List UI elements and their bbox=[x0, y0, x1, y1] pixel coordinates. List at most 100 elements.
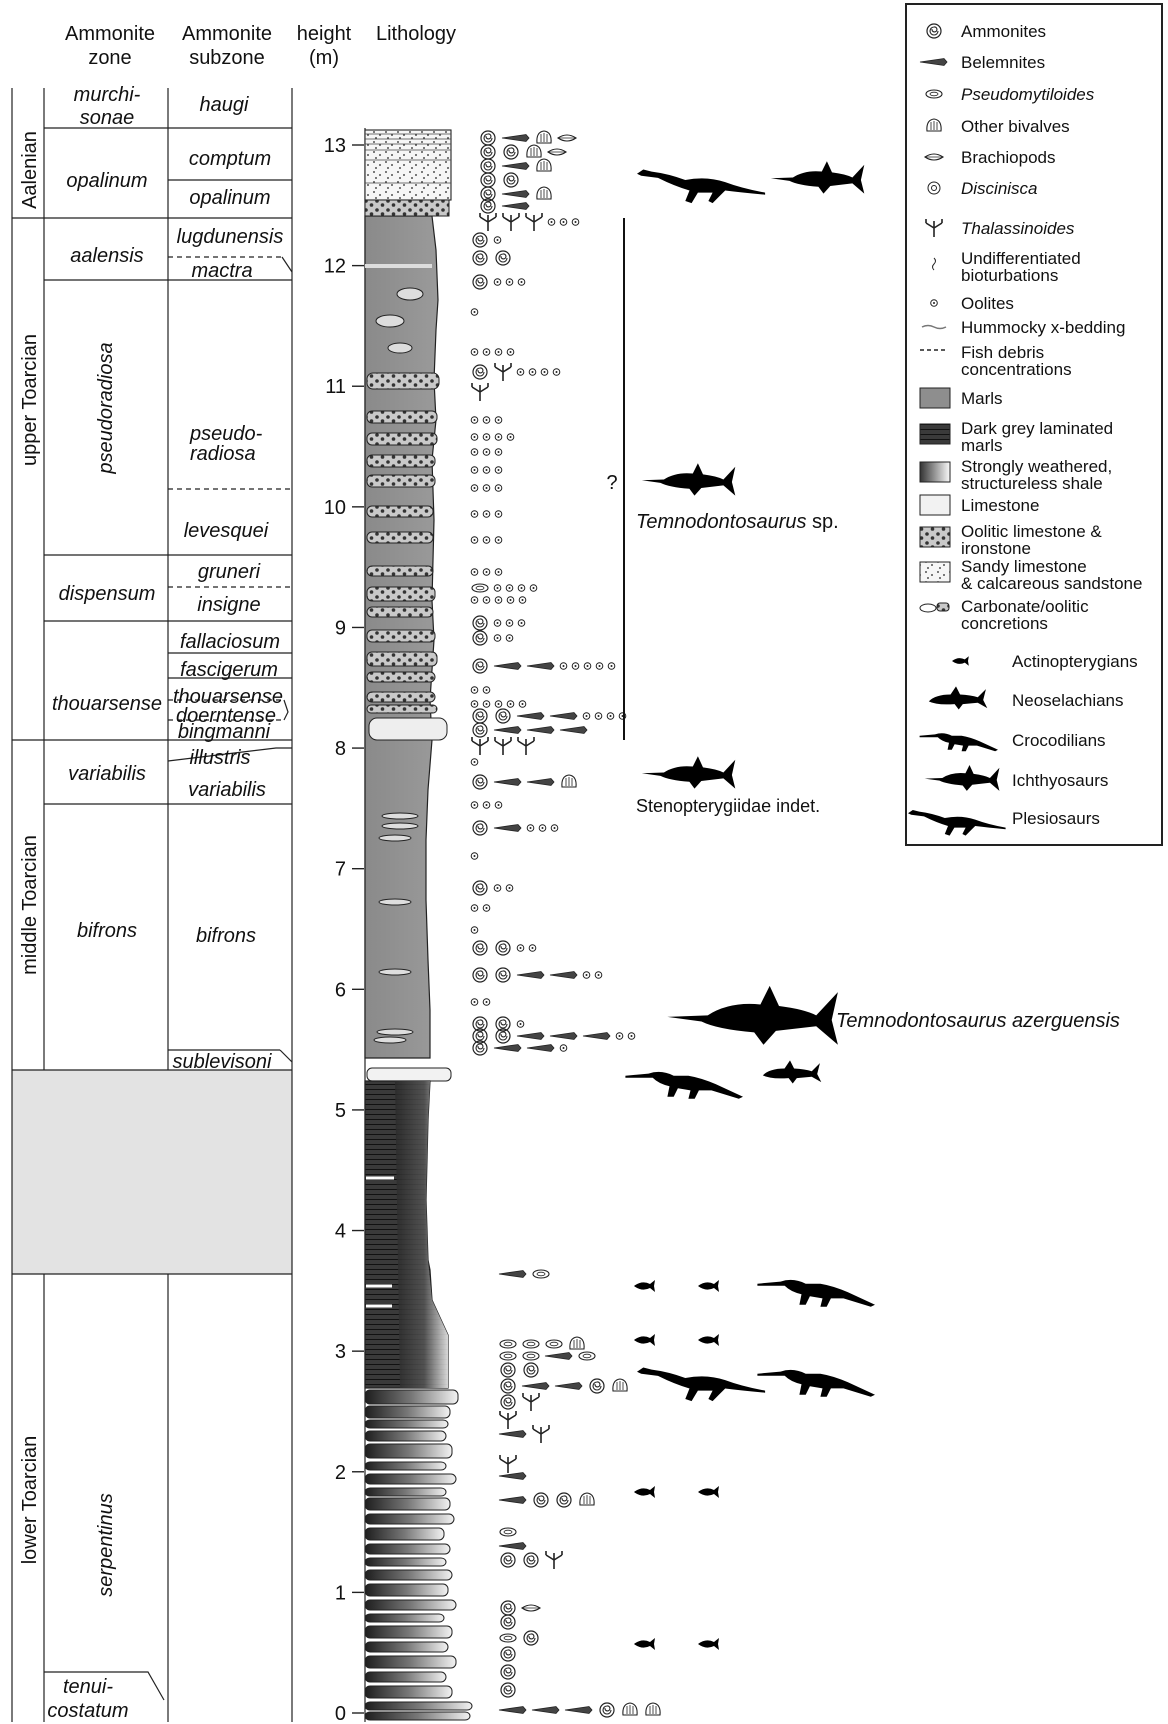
actinopterygian-silhouette bbox=[634, 1638, 655, 1650]
fossil-icon bbox=[502, 191, 529, 198]
fossil-icon bbox=[471, 537, 478, 544]
fossil-icon bbox=[518, 620, 525, 627]
question-mark: ? bbox=[606, 472, 617, 494]
fossil-icon bbox=[500, 1528, 516, 1536]
fossil-icon bbox=[507, 701, 514, 708]
fossil-icon bbox=[524, 1553, 538, 1567]
legend-label: Crocodilians bbox=[1012, 731, 1106, 750]
height-tick-label: 1 bbox=[335, 1582, 346, 1604]
limestone-shale-bed bbox=[365, 1406, 450, 1418]
fossil-icon bbox=[471, 417, 478, 424]
fossil-icon bbox=[557, 1493, 571, 1507]
limestone-shale-bed bbox=[365, 1390, 458, 1404]
fossil-icon bbox=[499, 1497, 526, 1504]
fossil-icon bbox=[517, 1033, 544, 1040]
height-tick-label: 2 bbox=[335, 1462, 346, 1484]
zone-thouarsense: thouarsense bbox=[52, 693, 162, 715]
fossil-icon bbox=[518, 279, 525, 286]
fossil-icon bbox=[495, 737, 511, 755]
fossil-icon bbox=[473, 631, 487, 645]
height-tick-label: 12 bbox=[324, 256, 346, 278]
fossil-icon bbox=[519, 701, 526, 708]
fossil-icon bbox=[523, 1352, 539, 1360]
fossil-icon bbox=[496, 251, 510, 265]
fossil-icon bbox=[473, 723, 487, 737]
fossil-icon bbox=[532, 1707, 559, 1714]
fossil-icon bbox=[565, 1707, 592, 1714]
fossil-icon bbox=[527, 1045, 554, 1052]
fossil-icon bbox=[481, 159, 495, 173]
fossil-icon bbox=[537, 131, 551, 143]
subzone-levesquei: levesquei bbox=[184, 520, 269, 542]
fossil-icon bbox=[500, 1352, 516, 1360]
fossil-icon bbox=[517, 945, 524, 952]
fossil-icon bbox=[495, 349, 502, 356]
brachiopod-icon bbox=[925, 154, 943, 160]
fossil-icon bbox=[495, 511, 502, 518]
biostratigraphy-table bbox=[12, 88, 292, 1722]
limestone-shale-bed bbox=[365, 1672, 446, 1682]
subzone-haugi: haugi bbox=[200, 94, 249, 116]
fossil-icon bbox=[517, 972, 544, 979]
zone-bifrons: bifrons bbox=[77, 920, 137, 942]
fossil-icon bbox=[494, 237, 501, 244]
subzone-illustris: illustris bbox=[189, 747, 250, 769]
subzone-comptum: comptum bbox=[189, 148, 271, 170]
fossil-icon bbox=[471, 759, 478, 766]
fossil-icon bbox=[517, 369, 524, 376]
legend-label: marls bbox=[961, 436, 1003, 455]
fossil-icon bbox=[494, 279, 501, 286]
subzone-pseudoradiosa-1: pseudo- bbox=[189, 423, 263, 445]
zone-tenuicostatum-1: tenui- bbox=[63, 1676, 113, 1698]
fossil-icon bbox=[548, 149, 566, 155]
stenopterygiidae-label: Stenopterygiidae indet. bbox=[636, 796, 820, 816]
fossil-icon bbox=[623, 1703, 637, 1715]
actinopterygian-silhouette bbox=[634, 1334, 655, 1346]
fossil-icon bbox=[499, 1543, 526, 1550]
header-ammonite-zone-1: Ammonite bbox=[65, 23, 155, 45]
oolitic-limestone-swatch-icon bbox=[920, 527, 950, 547]
fossil-icon bbox=[539, 825, 546, 832]
legend-label: bioturbations bbox=[961, 266, 1058, 285]
header-lithology: Lithology bbox=[376, 23, 456, 45]
fossil-icon bbox=[473, 233, 487, 247]
fossil-icon bbox=[483, 597, 490, 604]
fossil-icon bbox=[495, 434, 502, 441]
fossil-icon bbox=[504, 145, 518, 159]
fossil-icon bbox=[494, 620, 501, 627]
weathered-shale-swatch-icon bbox=[920, 462, 950, 482]
fossil-icon bbox=[506, 585, 513, 592]
column-headers: Ammonite zone Ammonite subzone height (m… bbox=[65, 23, 456, 69]
fossil-icon bbox=[579, 1352, 595, 1360]
subzone-gruneri: gruneri bbox=[198, 561, 261, 583]
stage-lower-toarcian: lower Toarcian bbox=[19, 1436, 41, 1565]
fossil-icon bbox=[483, 485, 490, 492]
fossil-icon bbox=[507, 597, 514, 604]
fossil-icon bbox=[527, 727, 554, 734]
zone-variabilis: variabilis bbox=[68, 763, 146, 785]
limestone-shale-bed bbox=[365, 1686, 452, 1698]
limestone-shale-bed bbox=[365, 1656, 456, 1668]
legend-label: structureless shale bbox=[961, 474, 1103, 493]
zone-murchisonae-2: sonae bbox=[80, 107, 135, 129]
discinisca-icon bbox=[928, 182, 940, 194]
limestone-shale-bed bbox=[365, 1584, 448, 1596]
fossil-icon bbox=[524, 1363, 538, 1377]
fossil-icon bbox=[499, 1707, 526, 1714]
limestone-shale-bed bbox=[365, 1528, 444, 1540]
fossil-icon bbox=[600, 1703, 614, 1717]
fossil-icon bbox=[572, 219, 579, 226]
limestone-shale-bed bbox=[365, 1570, 452, 1580]
zone-labels: murchi- sonae opalinum aalensis pseudora… bbox=[47, 84, 162, 1722]
fossil-icon bbox=[501, 1665, 515, 1679]
oolite-icon bbox=[931, 300, 938, 307]
fossil-icon bbox=[529, 945, 536, 952]
fossil-icon bbox=[506, 635, 513, 642]
fossil-icon bbox=[495, 569, 502, 576]
fossil-icon bbox=[502, 203, 529, 210]
fossil-icon bbox=[500, 1340, 516, 1348]
zone-opalinum: opalinum bbox=[66, 170, 147, 192]
fossil-icon bbox=[495, 417, 502, 424]
fossil-icon bbox=[481, 145, 495, 159]
legend-label: Hummocky x-bedding bbox=[961, 318, 1125, 337]
